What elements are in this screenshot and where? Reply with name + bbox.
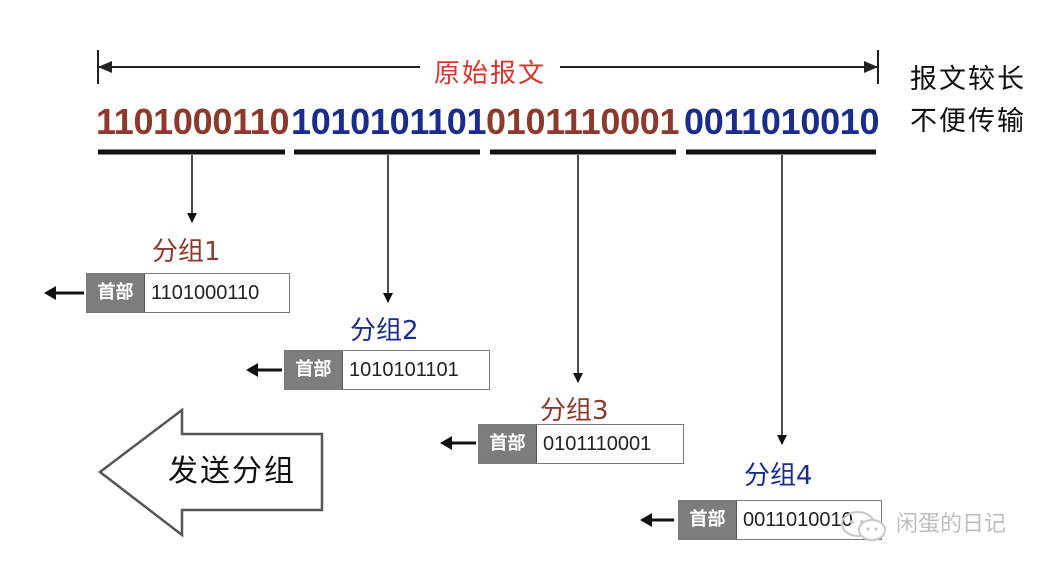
message-segment-1: 1101000110 xyxy=(96,101,290,142)
send-arrow-3 xyxy=(440,436,476,450)
message-segment-4: 0011010010 xyxy=(684,101,880,142)
note-line-1: 报文较长 xyxy=(910,64,1026,95)
send-arrow-1 xyxy=(44,286,84,300)
watermark-text: 闲蛋的日记 xyxy=(896,512,1007,537)
span-arrow-right xyxy=(864,61,878,73)
wechat-icon xyxy=(841,511,886,541)
packet-payload-3: 0101110001 xyxy=(543,433,652,455)
send-arrow-2 xyxy=(246,363,282,377)
group-label-1: 分组1 xyxy=(152,237,221,267)
message-segment-2: 1010101101 xyxy=(291,101,487,142)
group-label-3: 分组3 xyxy=(540,396,609,426)
group-label-2: 分组2 xyxy=(350,316,419,346)
send-arrow-4 xyxy=(640,513,674,527)
packet-header-2: 首部 xyxy=(285,351,343,389)
span-arrow-left xyxy=(98,61,112,73)
original-message-title: 原始报文 xyxy=(420,56,560,92)
packet-1: 首部 1101000110 xyxy=(86,273,290,313)
packet-3: 首部 0101110001 xyxy=(478,424,684,464)
packet-header-3: 首部 xyxy=(479,425,537,463)
packet-payload-1: 1101000110 xyxy=(151,282,260,304)
note-line-2: 不便传输 xyxy=(910,106,1026,137)
message-segment-3: 0101110001 xyxy=(486,101,680,142)
packet-header-1: 首部 xyxy=(87,274,145,312)
send-packets-label: 发送分组 xyxy=(168,454,296,489)
packet-payload-2: 1010101101 xyxy=(349,359,459,381)
packet-header-4: 首部 xyxy=(679,501,737,539)
packet-payload-4: 0011010010 xyxy=(743,509,853,531)
packet-2: 首部 1010101101 xyxy=(284,350,490,390)
group-label-4: 分组4 xyxy=(744,461,813,491)
send-packets-big-arrow xyxy=(97,407,324,538)
